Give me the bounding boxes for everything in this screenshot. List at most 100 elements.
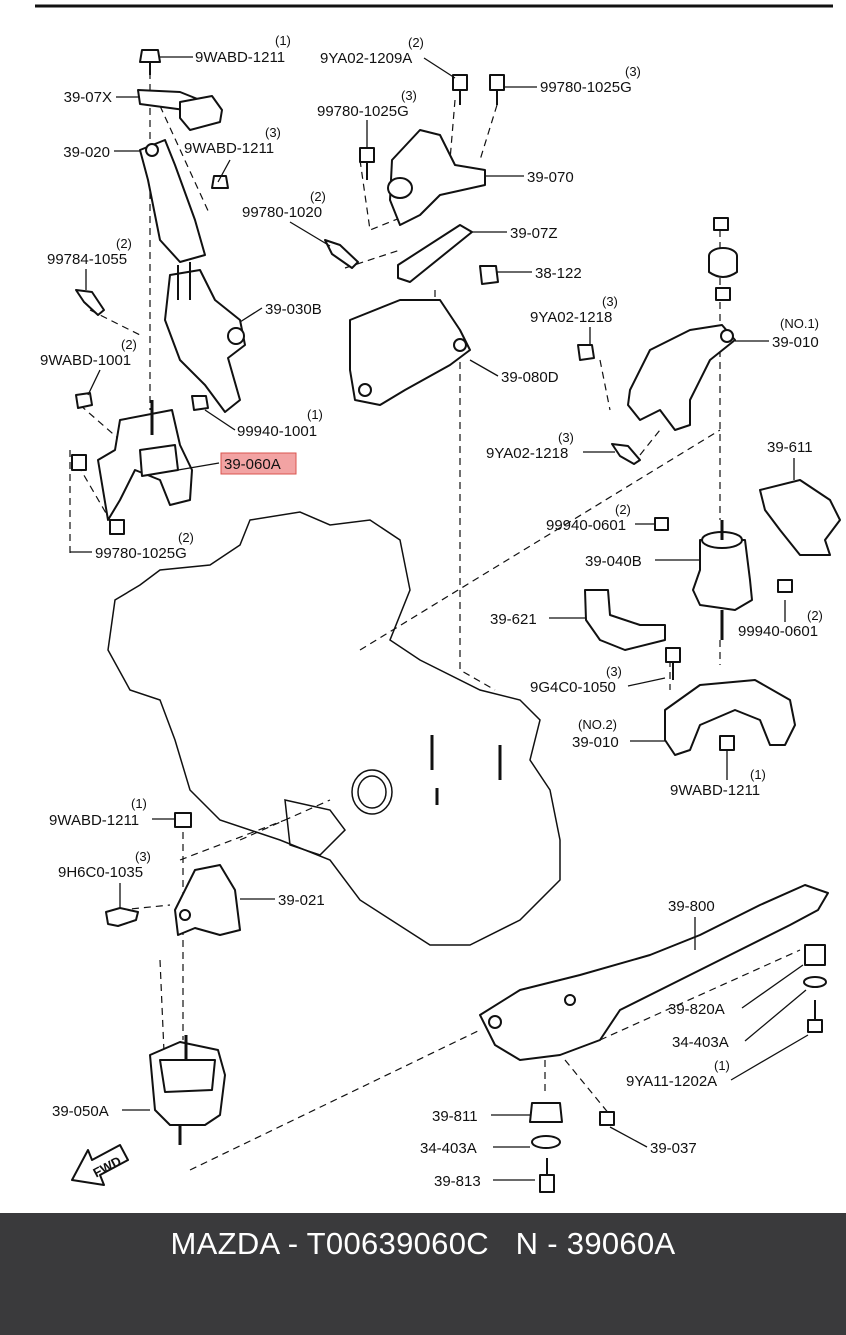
callout-99940-0601-b: 99940-0601(2) (738, 600, 823, 640)
callout-99940-1001: 99940-1001(1) (204, 407, 323, 440)
callout-39-020: 39-020 (63, 144, 140, 161)
callout-34-403a-a: 34-403A (672, 989, 807, 1051)
part-code-label: 99940-0601 (546, 517, 626, 534)
leader-line (627, 677, 666, 687)
part-code-label: 9G4C0-1050 (530, 679, 616, 696)
callout-9g4c0-1050: 9G4C0-1050(3) (530, 664, 666, 696)
quantity-label: (2) (178, 530, 194, 545)
quantity-label: (1) (131, 796, 147, 811)
part-code-label: 9WABD-1211 (670, 782, 760, 799)
engine-port-inner (357, 775, 387, 809)
quantity-label: (1) (750, 767, 766, 782)
part-code-label: 39-037 (650, 1140, 697, 1157)
callout-39-080d (469, 359, 499, 377)
leader-line (239, 307, 263, 323)
part-code-label: 9YA02-1209A (320, 50, 412, 67)
part-code-label: 39-611 (767, 439, 813, 456)
quantity-label: (3) (265, 125, 281, 140)
engine-bracket-detail (284, 799, 346, 856)
callout-9wabd-1211-a: 9WABD-1211(1) (160, 33, 291, 66)
callout-39-811: 39-811 (432, 1108, 530, 1125)
leader-line (217, 159, 231, 183)
part-code-label: 9H6C0-1035 (58, 864, 143, 881)
callout-39-030b: 39-030B (239, 301, 322, 323)
callout-39-621: 39-621 (490, 611, 585, 628)
part-code-label: 39-813 (434, 1173, 481, 1190)
quantity-label: (2) (116, 236, 132, 251)
leader-line (730, 1034, 809, 1081)
quantity-label: (3) (606, 664, 622, 679)
part-code-label: 34-403A (672, 1034, 729, 1051)
quantity-label: (3) (602, 294, 618, 309)
callout-9h6c0-1035: 9H6C0-1035(3) (58, 849, 151, 908)
quantity-label: (1) (307, 407, 323, 422)
callout-99780-1025g-b: 99780-1025G(3) (317, 88, 417, 148)
callout-99780-1025g-c: 99780-1025G(2) (70, 530, 194, 562)
callout-39-07x: 39-07X (64, 89, 140, 106)
quantity-label: (2) (121, 337, 137, 352)
part-code-label: 39-621 (490, 611, 537, 628)
quantity-label: (2) (807, 608, 823, 623)
quantity-label: (2) (408, 35, 424, 50)
highlight-box (220, 452, 297, 475)
leader-line (289, 221, 331, 247)
part-code-label: 39-010 (772, 334, 819, 351)
callout-38-122: 38-122 (497, 265, 582, 282)
part-code-label: 99940-0601 (738, 623, 818, 640)
callout-9wabd-1211-c: 9WABD-1211(1) (670, 750, 766, 799)
quantity-label: (3) (135, 849, 151, 864)
part-code-label: 9YA11-1202A (626, 1073, 717, 1090)
part-code-label: 39-811 (432, 1108, 478, 1125)
quantity-label: (NO.1) (780, 316, 819, 331)
highlighted-part-code: 39-060A (224, 456, 281, 473)
callout-39-060a-highlighted: 39-060A (177, 452, 297, 475)
part-code-label: 39-080D (501, 369, 559, 386)
part-code-label: 39-070 (527, 169, 574, 186)
part-code-label: 9WABD-1001 (40, 352, 131, 369)
callout-99780-1025g-a: 99780-1025G(3) (505, 64, 641, 96)
part-code-label: 39-010 (572, 734, 619, 751)
callout-39-037: 39-037 (609, 1126, 697, 1157)
part-code-label: 9WABD-1211 (184, 140, 274, 157)
part-code-label: 99780-1020 (242, 204, 322, 221)
callout-39-820a: 39-820A (668, 964, 804, 1018)
part-code-label: 9YA02-1218 (530, 309, 612, 326)
quantity-label: (NO.2) (578, 717, 617, 732)
part-code-label: 39-040B (585, 553, 642, 570)
part-code-label: 99780-1025G (540, 79, 632, 96)
callout-9ya02-1218-b: 9YA02-1218(3) (486, 430, 615, 462)
footer-part-info: MAZDA - T00639060C N - 39060A (170, 1226, 676, 1261)
callout-39-813: 39-813 (434, 1173, 535, 1190)
quantity-label: (1) (275, 33, 291, 48)
quantity-label: (3) (401, 88, 417, 103)
part-code-label: 38-122 (535, 265, 582, 282)
part-code-label: 99940-1001 (237, 423, 317, 440)
quantity-label: (1) (714, 1058, 730, 1073)
part-code-label: 39-800 (668, 898, 715, 915)
callout-9wabd-1211-b: 9WABD-1211(3) (184, 125, 281, 183)
leader-line (87, 369, 101, 396)
leader-line (744, 989, 807, 1042)
callout-39-070: 39-070 (485, 169, 574, 186)
fwd-arrow-icon: FWD (71, 1144, 129, 1186)
callout-9wabd-1211-d: 9WABD-1211(1) (49, 796, 175, 829)
callout-39-050a: 39-050A (52, 1103, 150, 1120)
callout-9ya11-1202a: 9YA11-1202A(1) (626, 1034, 809, 1090)
callout-34-403a-b: 34-403A (420, 1140, 530, 1157)
part-code-label: 99780-1025G (317, 103, 409, 120)
part-code-label: 9WABD-1211 (49, 812, 139, 829)
engine-block (107, 511, 561, 946)
footer-bar (0, 1213, 846, 1335)
callout-99784-1055: 99784-1055(2) (47, 236, 132, 290)
quantity-label: (3) (558, 430, 574, 445)
part-code-label: 39-07X (64, 89, 112, 106)
part-drawings (71, 49, 841, 1193)
quantity-label: (2) (615, 502, 631, 517)
callout-9ya02-1209a: 9YA02-1209A(2) (320, 35, 456, 79)
part-code-label: 39-820A (668, 1001, 725, 1018)
part-code-label: 34-403A (420, 1140, 477, 1157)
leader-line (423, 57, 456, 79)
leader-line (609, 1126, 648, 1148)
